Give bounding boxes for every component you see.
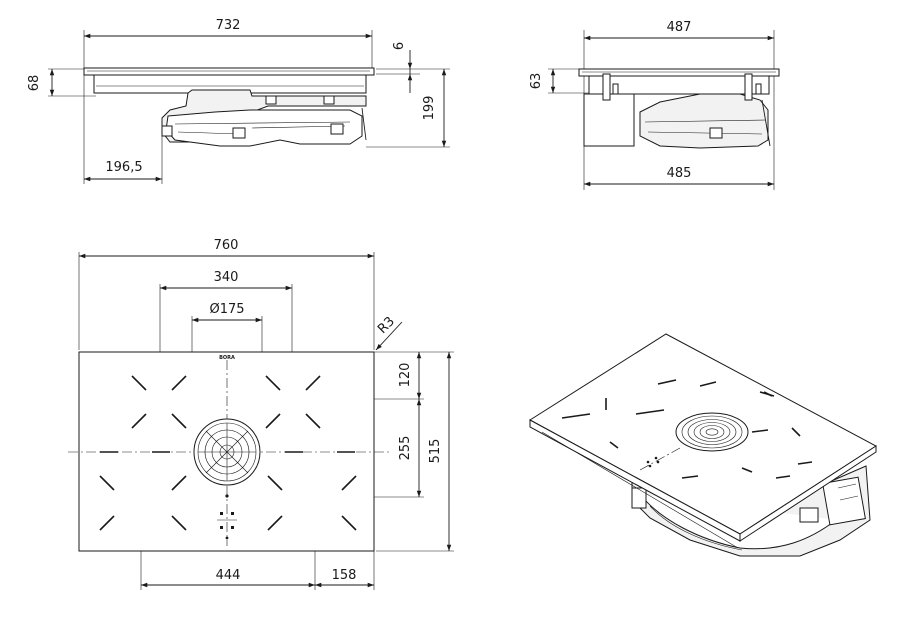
dim-top-bottom-left: 444 [216, 568, 241, 583]
dim-side-glass-height: 68 [27, 75, 42, 92]
dim-side-offset: 196,5 [105, 160, 142, 175]
zone-markers [99, 375, 357, 531]
brand-mark: BORA [219, 355, 235, 361]
end-view: 487 485 63 [529, 20, 780, 190]
dim-side-thickness: 6 [392, 42, 407, 50]
dim-top-width: 760 [214, 238, 239, 253]
side-view: 732 6 68 199 196,5 [27, 18, 450, 184]
iso-fan-grille [675, 412, 749, 452]
dim-top-bottom-right: 158 [332, 568, 357, 583]
dim-side-width: 732 [216, 18, 241, 33]
dim-end-height: 63 [529, 73, 544, 90]
control-panel [217, 494, 237, 540]
dim-top-zone-span: 340 [214, 270, 239, 285]
dim-top-depth-total: 515 [428, 439, 443, 464]
isometric-view [529, 333, 877, 557]
fan-grille [193, 418, 261, 486]
dim-top-depth-mid: 255 [398, 436, 413, 461]
dim-top-depth-upper: 120 [398, 363, 413, 388]
dim-top-corner-radius: R3 [375, 314, 398, 337]
dim-end-top-width: 487 [667, 20, 692, 35]
top-view: BORA 760 340 [68, 238, 454, 590]
dim-end-bottom-width: 485 [667, 166, 692, 181]
dim-side-total-height: 199 [422, 96, 437, 121]
dim-top-fan-diameter: Ø175 [209, 302, 244, 317]
